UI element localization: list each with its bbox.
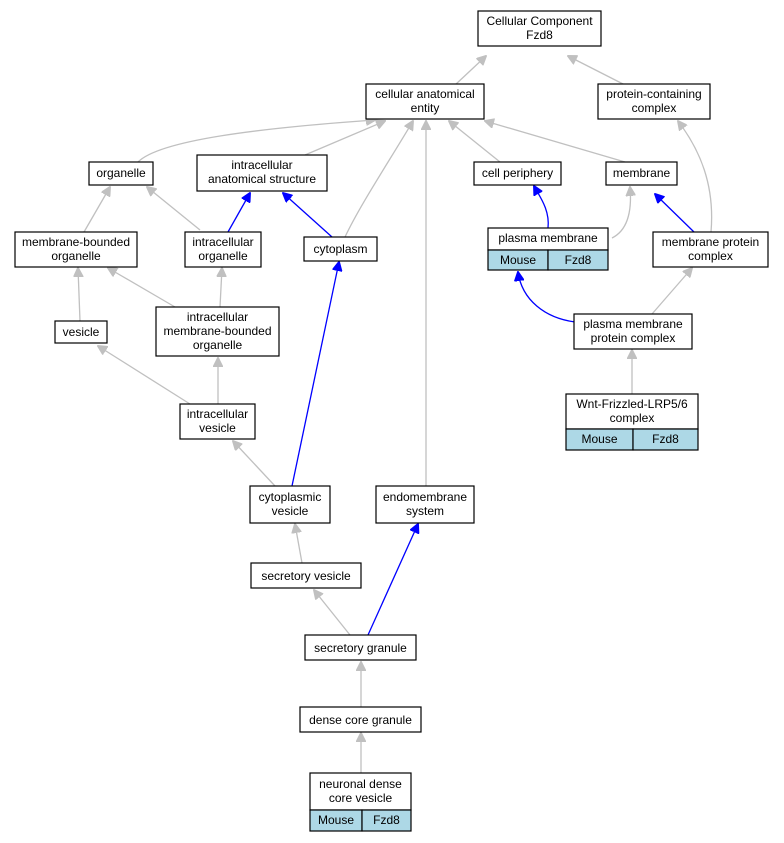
annotation-organism-cell: Mouse: [318, 813, 354, 827]
node-label-line: intracellular: [231, 158, 292, 172]
node-plasma-membrane[interactable]: plasma membrane Mouse Fzd8: [487, 227, 609, 271]
annotation-gene-cell: Fzd8: [652, 432, 679, 446]
edge-membrane-to-cae: [485, 121, 626, 163]
node-vesicle[interactable]: vesicle: [54, 320, 108, 344]
node-label-line: plasma membrane: [498, 231, 598, 245]
node-intracellular-membrane-bounded-organelle[interactable]: intracellular membrane-bounded organelle: [155, 306, 280, 357]
node-label-line: Cellular Component: [486, 14, 593, 28]
node-label-line: complex: [610, 411, 655, 425]
node-label-line: protein complex: [591, 331, 676, 345]
node-label-line: intracellular: [187, 310, 248, 324]
node-plasma-membrane-protein-complex[interactable]: plasma membrane protein complex: [573, 313, 693, 350]
node-label-line: plasma membrane: [583, 317, 683, 331]
node-label-line: vesicle: [63, 325, 100, 339]
edge-imbo-to-mbo: [108, 268, 176, 308]
node-label-line: vesicle: [272, 504, 309, 518]
node-intracellular-anatomical-structure[interactable]: intracellular anatomical structure: [196, 154, 328, 192]
annotation-organism-cell: Mouse: [500, 253, 536, 267]
edge-io-to-ias: [227, 193, 250, 233]
node-cellular-component-fzd8[interactable]: Cellular Component Fzd8: [477, 10, 602, 47]
node-organelle[interactable]: organelle: [88, 161, 154, 186]
node-label-line: cytoplasmic: [259, 490, 322, 504]
edge-sg-to-sv: [314, 590, 351, 636]
node-label-line: organelle: [96, 166, 146, 180]
node-intracellular-organelle[interactable]: intracellular organelle: [184, 231, 262, 268]
node-cellular-anatomical-entity[interactable]: cellular anatomical entity: [365, 83, 485, 120]
edge-imbo-to-io: [220, 268, 222, 308]
node-cell-periphery[interactable]: cell periphery: [473, 161, 562, 186]
node-label-line: cell periphery: [482, 166, 553, 180]
edge-io-to-organelle: [147, 187, 201, 231]
node-label-line: protein-containing: [606, 87, 701, 101]
node-label-line: cellular anatomical: [375, 87, 474, 101]
node-label-line: organelle: [193, 338, 243, 352]
node-intracellular-vesicle[interactable]: intracellular vesicle: [179, 403, 256, 440]
edge-cytoplasm-to-cae: [344, 121, 413, 238]
node-label-line: secretory vesicle: [261, 569, 351, 583]
edge-mpc-to-membrane: [655, 194, 695, 233]
edge-cae-to-root: [454, 56, 486, 86]
node-label-line: endomembrane: [383, 490, 467, 504]
node-cytoplasm[interactable]: cytoplasm: [303, 236, 378, 262]
node-label-line: Fzd8: [526, 28, 553, 42]
edge-cv-to-iv: [233, 441, 276, 487]
node-label-line: neuronal dense: [319, 777, 402, 791]
edge-ias-to-cae: [304, 121, 385, 156]
node-label-line: secretory granule: [314, 641, 407, 655]
edge-sv-to-cv: [295, 524, 303, 564]
node-label-line: dense core granule: [309, 713, 412, 727]
node-cytoplasmic-vesicle[interactable]: cytoplasmic vesicle: [249, 485, 331, 524]
node-label-line: organelle: [198, 249, 248, 263]
node-endomembrane-system[interactable]: endomembrane system: [375, 485, 475, 524]
node-membrane-bounded-organelle[interactable]: membrane-bounded organelle: [14, 231, 138, 268]
edge-pcc-to-root: [568, 56, 626, 86]
edge-cv-to-cytoplasm: [291, 262, 339, 487]
edge-pm-to-cellperiphery: [534, 186, 549, 229]
edge-pmpc-to-pm: [518, 272, 576, 323]
edge-vesicle-to-mbo: [78, 268, 80, 322]
node-secretory-granule[interactable]: secretory granule: [304, 634, 417, 661]
annotation-gene-cell: Fzd8: [373, 813, 400, 827]
edge-iv-to-vesicle: [98, 346, 191, 405]
node-secretory-vesicle[interactable]: secretory vesicle: [250, 562, 362, 589]
node-label-line: intracellular: [187, 407, 248, 421]
edges: [78, 56, 713, 773]
node-label-line: membrane: [613, 166, 671, 180]
edge-pm-to-membrane: [611, 187, 630, 239]
node-label-line: membrane-bounded: [163, 324, 271, 338]
node-label-line: organelle: [51, 249, 101, 263]
node-label-line: entity: [411, 101, 440, 115]
node-membrane[interactable]: membrane: [605, 161, 678, 186]
edge-cellperiphery-to-cae: [449, 121, 501, 163]
node-label-line: complex: [688, 249, 733, 263]
node-dense-core-granule[interactable]: dense core granule: [299, 706, 422, 733]
node-neuronal-dense-core-vesicle[interactable]: neuronal dense core vesicle Mouse Fzd8: [309, 772, 412, 832]
node-label-line: core vesicle: [329, 791, 393, 805]
node-label-line: complex: [632, 101, 677, 115]
node-wnt-frizzled-lrp5-6-complex[interactable]: Wnt-Frizzled-LRP5/6 complex Mouse Fzd8: [565, 393, 699, 451]
node-label-line: anatomical structure: [208, 172, 316, 186]
edge-mbo-to-organelle: [83, 187, 110, 233]
annotation-gene-cell: Fzd8: [565, 253, 592, 267]
node-label-line: system: [406, 504, 444, 518]
edge-mpc-to-pcc: [678, 121, 713, 233]
edge-sg-to-es: [367, 524, 418, 636]
edge-cytoplasm-to-ias: [283, 193, 333, 238]
node-label-line: intracellular: [192, 235, 253, 249]
edge-pmpc-to-mpc: [651, 268, 692, 315]
node-label-line: Wnt-Frizzled-LRP5/6: [576, 397, 688, 411]
node-label-line: membrane-bounded: [22, 235, 130, 249]
edge-organelle-to-cae: [137, 120, 375, 163]
node-label-line: cytoplasm: [313, 242, 367, 256]
node-label-line: vesicle: [199, 421, 236, 435]
annotation-organism-cell: Mouse: [581, 432, 617, 446]
node-membrane-protein-complex[interactable]: membrane protein complex: [652, 231, 769, 268]
node-protein-containing-complex[interactable]: protein-containing complex: [597, 83, 711, 120]
node-label-line: membrane protein: [662, 235, 759, 249]
